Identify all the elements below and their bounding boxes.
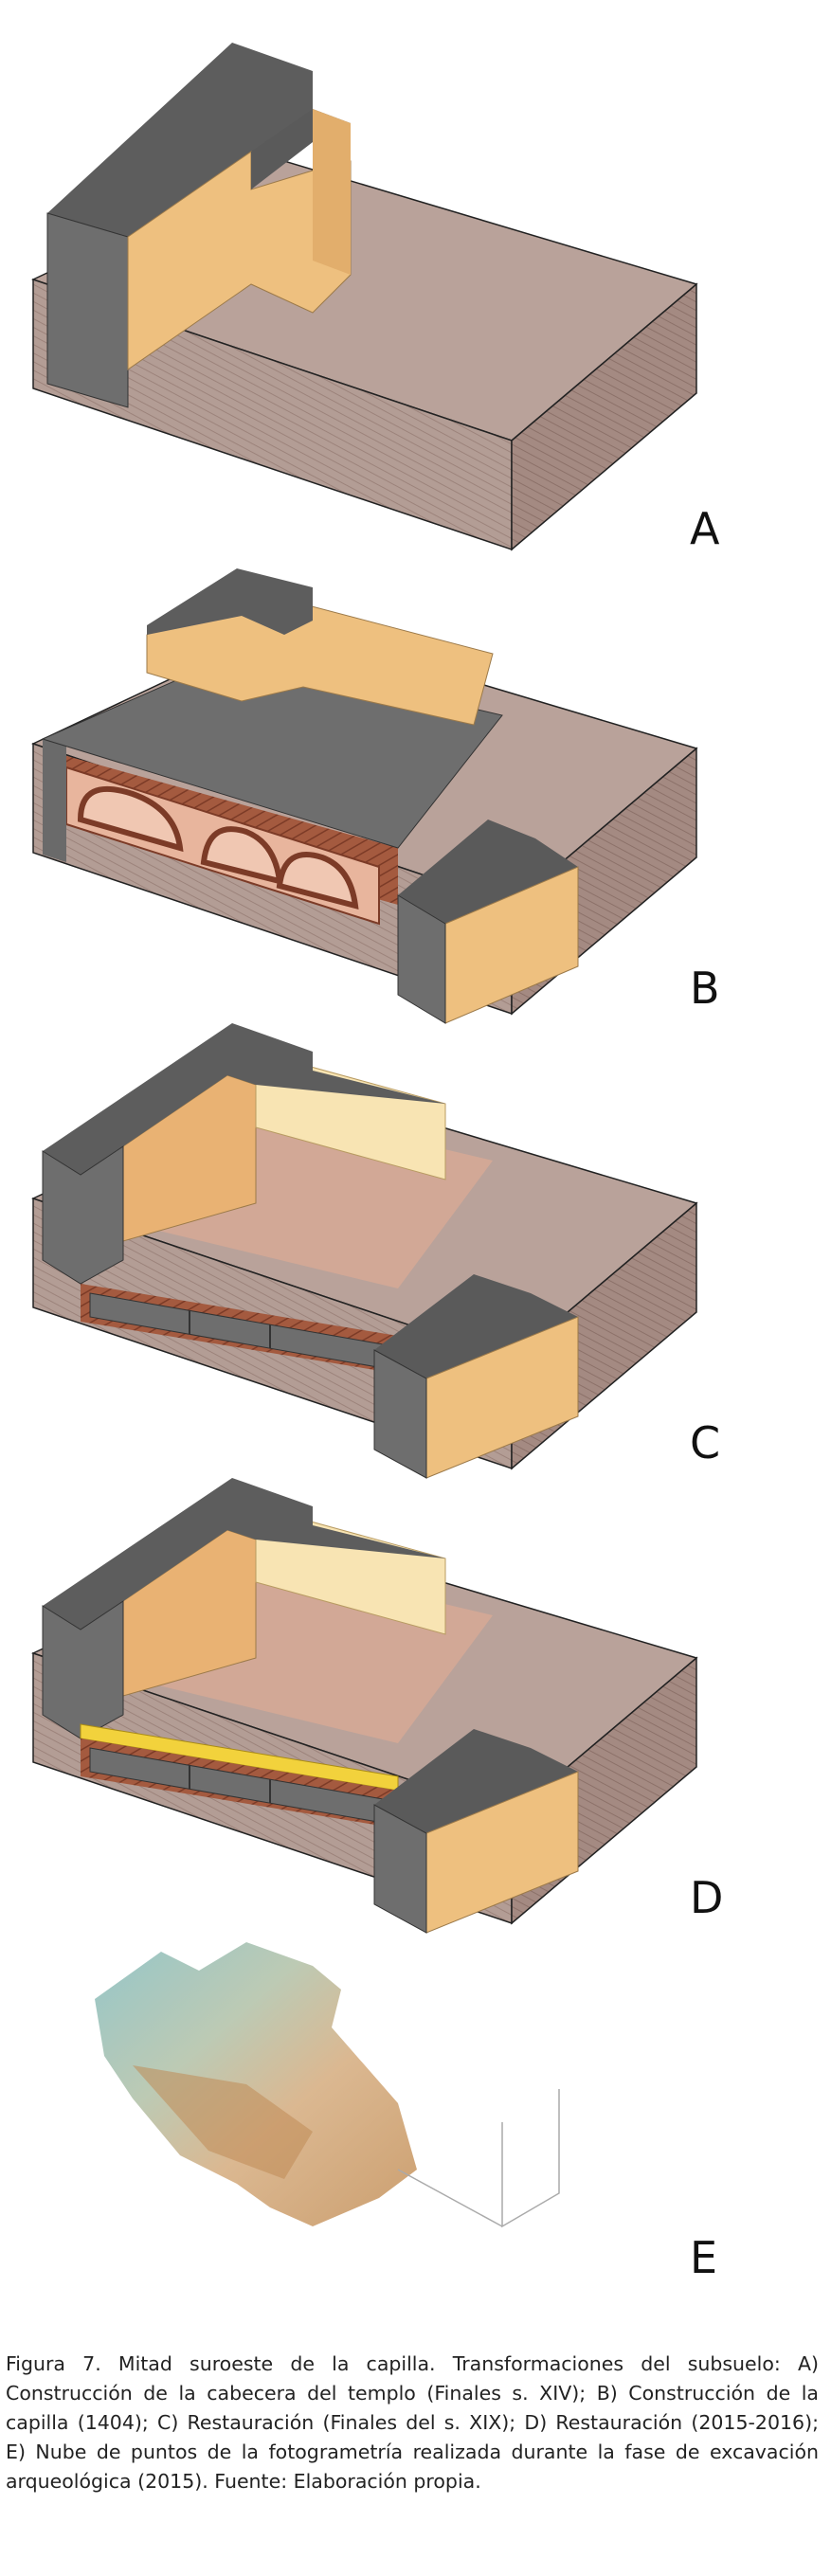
panel-c: C	[0, 947, 831, 1487]
pier-d	[373, 1804, 427, 1934]
wall-right-top-d	[374, 1729, 578, 1833]
axis-gizmo	[501, 2089, 560, 2228]
wall-top-a	[47, 43, 351, 237]
wall-post-a	[251, 109, 313, 189]
axis-x	[397, 2169, 503, 2227]
pier-b	[397, 894, 446, 1024]
pier-c	[373, 1349, 427, 1479]
arch-3-b	[276, 851, 359, 910]
panel-a: A	[0, 0, 831, 578]
panel-label: D	[690, 1872, 724, 1923]
wall-left-d	[42, 1600, 124, 1739]
wall-top-c	[43, 1023, 445, 1175]
panel-label: B	[690, 963, 720, 1014]
figure-caption: Figura 7. Mitad suroeste de la capilla. …	[6, 2352, 819, 2493]
diagram-b	[30, 568, 698, 1024]
panel-label: A	[690, 503, 720, 554]
wall-front-a	[46, 212, 129, 408]
diagram-d	[30, 1478, 698, 1934]
wall-left-c	[42, 1145, 124, 1285]
panel-d: D	[0, 1402, 831, 1942]
panel-label: C	[690, 1417, 721, 1468]
panel-b: B	[0, 493, 831, 1033]
panel-label: E	[690, 2232, 718, 2283]
diagram-c	[30, 1023, 698, 1479]
diagram-a	[30, 43, 698, 551]
arch-1-b	[77, 785, 184, 853]
arch-2-b	[200, 826, 283, 885]
panel-e: E	[0, 1914, 831, 2331]
wall-right-top-b	[398, 820, 578, 924]
crypt-end-b	[43, 739, 66, 862]
point-cloud-shadow	[133, 2065, 313, 2179]
stone-shade-a	[313, 109, 351, 275]
ground-side-a	[511, 282, 697, 551]
wall-top-d	[43, 1478, 445, 1630]
point-cloud-e	[95, 1942, 560, 2228]
wall-top-b	[147, 568, 313, 635]
point-cloud	[95, 1942, 417, 2226]
wall-right-top-c	[374, 1274, 578, 1378]
